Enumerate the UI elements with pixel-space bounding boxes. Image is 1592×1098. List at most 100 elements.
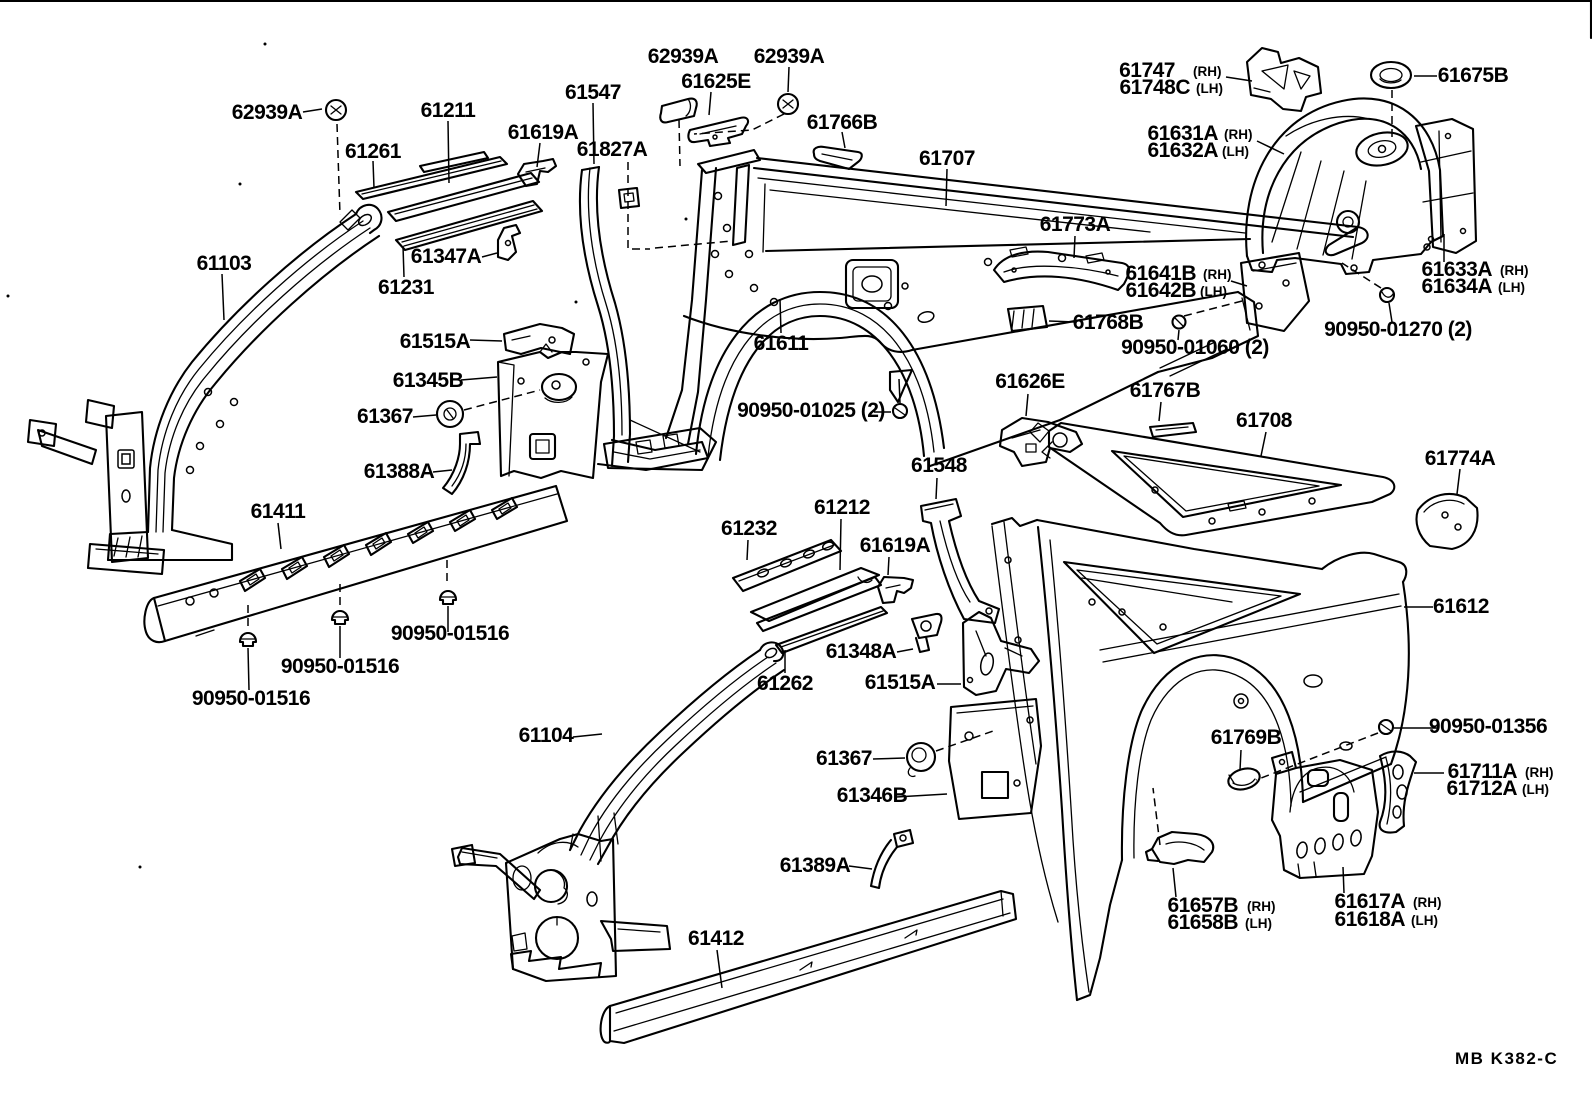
part-label-62939a-2: 62939A <box>648 45 719 68</box>
part-62939a-grommet3-drawing <box>776 92 800 116</box>
part-61769b-drawing <box>1227 767 1261 791</box>
leader-line-62939a-3 <box>787 66 790 93</box>
part-label-61711a: 61711A <box>1448 760 1518 783</box>
part-61766b-drawing <box>812 145 863 171</box>
part-61768b-drawing <box>1006 304 1049 333</box>
part-90950-01270-grommet-drawing <box>1378 286 1396 304</box>
dashed-leader-90950-01060 <box>1183 299 1247 317</box>
part-62939a-grommet1-drawing <box>324 98 348 122</box>
part-61412-drawing <box>599 889 1018 1045</box>
part-label-61367-1: 61367 <box>357 405 413 428</box>
leader-line-61231 <box>402 245 405 278</box>
part-label-61261: 61261 <box>345 140 402 163</box>
part-61619a-upper-drawing <box>516 157 558 188</box>
dashed-leader-90950-01356 <box>1255 732 1379 781</box>
part-61767b-drawing <box>1148 421 1198 439</box>
part-61262-drawing <box>774 605 889 655</box>
part-label-61773a: 61773A <box>1040 213 1111 236</box>
part-label-61346b: 61346B <box>837 784 908 807</box>
leader-line-61641b <box>1230 280 1248 287</box>
part-label-61747: 61747 <box>1119 59 1175 82</box>
part-61389a-drawing <box>869 828 915 890</box>
leader-line-61773a <box>1073 235 1076 259</box>
part-label-61611: 61611 <box>754 332 810 355</box>
part-label-61767b: 61767B <box>1130 379 1201 402</box>
part-90950-01516-clips-drawing <box>238 589 458 648</box>
dashed-leader-61657b <box>1152 787 1161 846</box>
part-roof-moldings-drawing <box>354 150 544 262</box>
part-61515a-lower-drawing <box>961 610 1041 697</box>
part-label-61211: 61211 <box>421 99 477 122</box>
part-61515a-upper-drawing <box>502 322 576 356</box>
part-61626e-drawing <box>998 416 1084 468</box>
dashed-leader-61367-2 <box>935 729 997 752</box>
part-label-suffix-61632a: (LH) <box>1222 144 1249 159</box>
part-label-61712a: 61712A <box>1446 777 1517 800</box>
leader-line-61625e <box>708 91 712 116</box>
part-61104-drawing <box>450 641 786 983</box>
part-label-61768b: 61768B <box>1073 311 1144 334</box>
leader-line-61367-1 <box>412 414 437 418</box>
part-label-61103: 61103 <box>197 252 252 275</box>
leader-line-61657b <box>1172 867 1177 898</box>
part-label-suffix-61618a: (LH) <box>1411 913 1438 928</box>
part-label-61515a-1: 61515A <box>400 330 471 353</box>
part-label-suffix-61641b: (RH) <box>1203 267 1232 282</box>
part-62939a-plug2-drawing <box>659 97 698 124</box>
part-label-90950-01516-3: 90950-01516 <box>192 687 310 710</box>
part-label-61547: 61547 <box>565 81 621 104</box>
leader-line-61626e <box>1025 393 1029 417</box>
part-label-61104: 61104 <box>519 724 575 747</box>
leader-line-61619a-2 <box>887 556 890 576</box>
leader-line-61212 <box>839 518 842 571</box>
leader-line-61211 <box>447 120 450 184</box>
leader-line-61767b <box>1158 401 1162 422</box>
part-61212-drawing <box>749 566 883 633</box>
leader-line-61411 <box>277 522 282 550</box>
leader-line-61774a <box>1456 468 1461 495</box>
leader-line-61769b <box>1239 749 1242 771</box>
part-label-62939a-3: 62939A <box>754 45 825 68</box>
part-label-61631a: 61631A <box>1147 122 1218 145</box>
part-label-61367-2: 61367 <box>816 747 872 770</box>
part-label-61642b: 61642B <box>1125 279 1196 302</box>
leader-line-61631a <box>1256 140 1285 155</box>
scan-edge-artifacts <box>0 0 1592 869</box>
part-label-62939a-1: 62939A <box>232 101 303 124</box>
dashed-leader-90950-01270 <box>1341 262 1382 289</box>
leader-line-61103 <box>221 273 225 321</box>
part-61388a-drawing <box>441 430 482 496</box>
part-label-61766b: 61766B <box>807 111 878 134</box>
part-61707-61611-drawing <box>602 148 1369 472</box>
part-label-61411: 61411 <box>251 500 307 523</box>
part-label-61619a-1: 61619A <box>508 121 579 144</box>
part-label-suffix-61657b: (RH) <box>1247 899 1276 914</box>
part-label-90950-01356: 90950-01356 <box>1429 715 1547 738</box>
leader-line-61747 <box>1225 76 1253 82</box>
leader-line-61707 <box>945 168 948 207</box>
part-label-suffix-61748c: (LH) <box>1196 81 1223 96</box>
part-61708-drawing <box>1029 421 1396 537</box>
leader-line-90950-01270 <box>1388 302 1393 323</box>
part-61774a-drawing <box>1415 493 1479 551</box>
leader-line-90950-01025 <box>898 378 901 404</box>
part-label-61774a: 61774A <box>1425 447 1496 470</box>
part-label-61617a: 61617A <box>1334 890 1405 913</box>
part-label-suffix-61658b: (LH) <box>1245 916 1272 931</box>
part-label-suffix-61631a: (RH) <box>1224 127 1253 142</box>
part-61103-drawing <box>26 203 383 576</box>
part-label-61625e: 61625E <box>681 70 751 93</box>
part-label-90950-01516-1: 90950-01516 <box>391 622 509 645</box>
part-label-61675b: 61675B <box>1438 64 1509 87</box>
part-61827a-grommet-drawing <box>617 186 641 210</box>
part-label-61633a: 61633A <box>1421 258 1492 281</box>
part-label-61658b: 61658B <box>1167 911 1238 934</box>
part-61345b-drawing <box>496 343 610 480</box>
part-label-61348a: 61348A <box>826 640 897 663</box>
part-label-61619a-2: 61619A <box>860 534 931 557</box>
part-61367-grommet2-drawing <box>905 741 937 778</box>
part-label-61612: 61612 <box>1433 595 1489 618</box>
leader-line-61768b <box>1048 320 1076 323</box>
part-90950-01025-grommet-drawing <box>891 402 909 420</box>
part-61367-grommet1-drawing <box>435 399 465 429</box>
